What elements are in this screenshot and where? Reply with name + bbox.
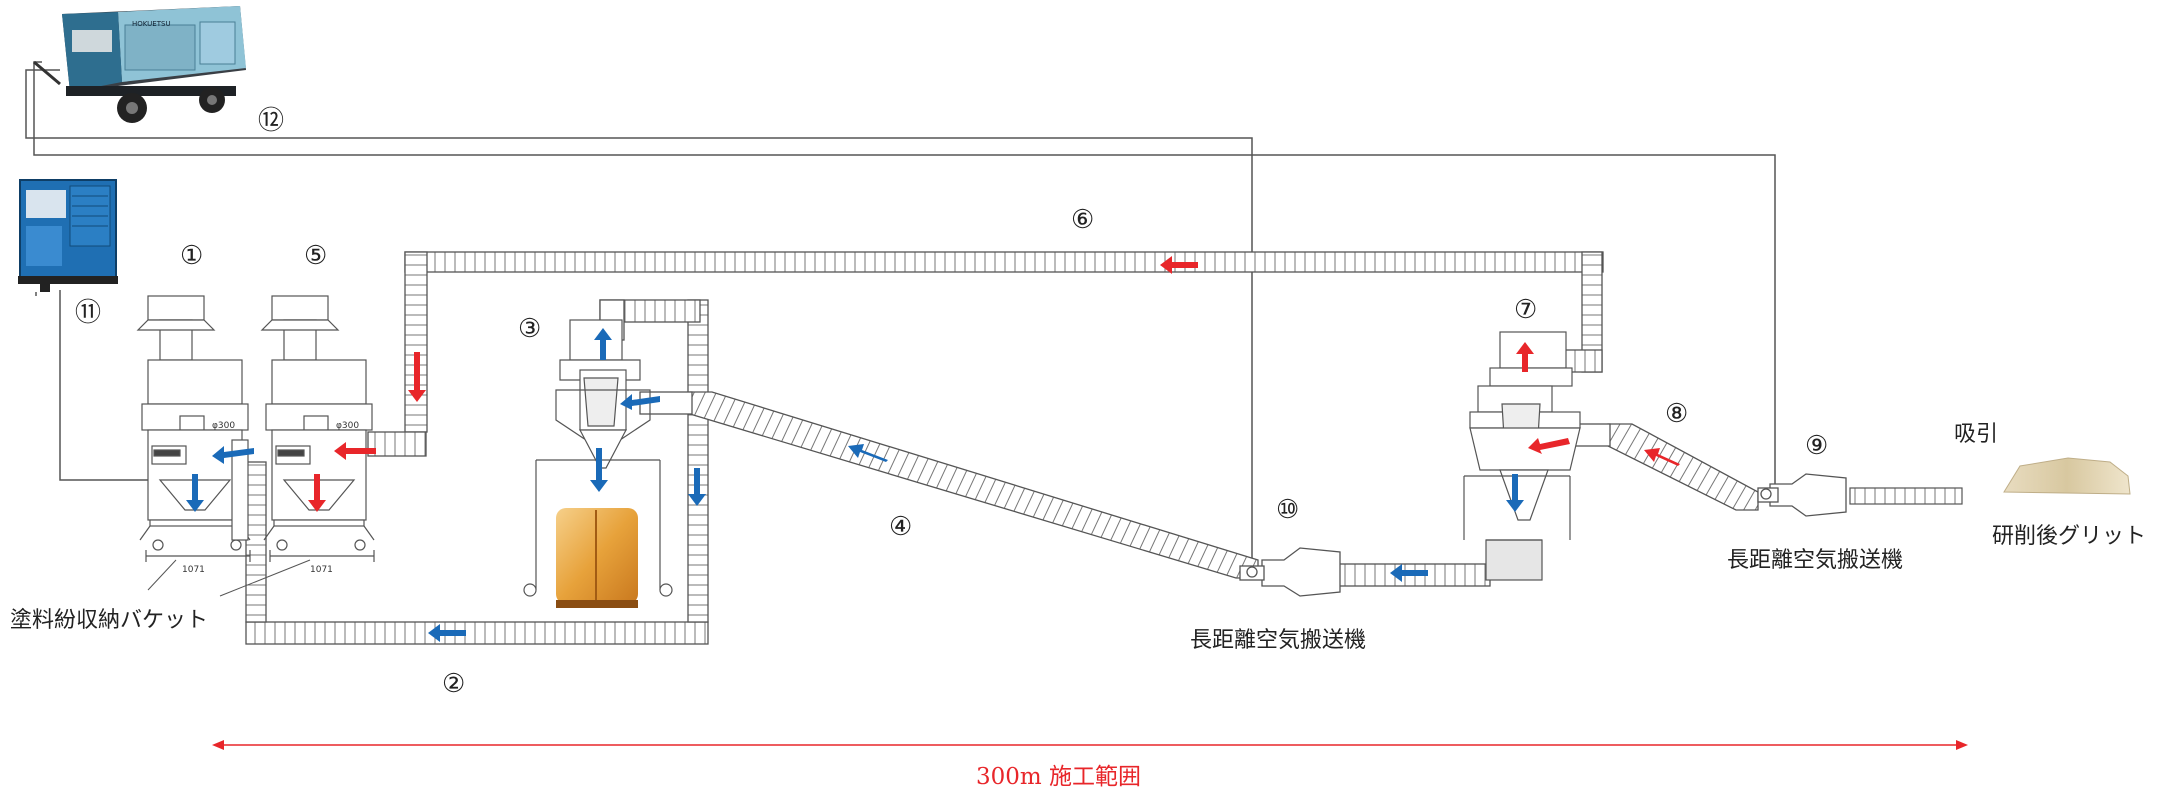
label-6-duct: ⑥ (1071, 205, 1095, 235)
bucket-leader-lines (147, 559, 311, 597)
label-8-duct: ⑧ (1665, 399, 1689, 429)
blue-arrow (620, 394, 660, 410)
red-arrow (1644, 448, 1680, 466)
label-5-dust-collector: ⑤ (304, 241, 328, 271)
duct-4 (639, 391, 1259, 579)
generator-power-line (35, 290, 148, 481)
red-arrow (1528, 438, 1570, 454)
duct-6 (367, 251, 1604, 457)
label-range: 300m 施工範囲 (976, 764, 1142, 790)
phi-label-1: φ300 (212, 421, 235, 431)
phi-label-5: φ300 (336, 421, 359, 431)
dim-label-5: 1071 (310, 565, 333, 575)
dim-label-1: 1071 (182, 565, 205, 575)
cyclone-7 (1463, 331, 1581, 581)
label-4-duct: ④ (889, 512, 913, 542)
blue-arrow (186, 474, 204, 512)
collection-sack (556, 508, 638, 608)
duct-2 (245, 299, 709, 645)
label-7-cyclone: ⑦ (1514, 295, 1538, 325)
blue-arrow (688, 468, 706, 506)
red-arrow (1160, 256, 1198, 274)
label-2-duct: ② (442, 669, 466, 699)
blue-arrow (428, 624, 466, 642)
air-conveyor-9 (1757, 473, 1847, 517)
blue-arrow (1390, 564, 1428, 582)
blue-arrow (590, 448, 608, 492)
machine-small-text: φ300 φ300 1071 1071 (182, 421, 359, 575)
svg-text:HOKUETSU: HOKUETSU (132, 20, 171, 28)
suction-hose (1849, 487, 1963, 505)
label-1-dust-collector: ① (180, 241, 204, 271)
air-compressor: HOKUETSU (33, 6, 246, 123)
label-suction: 吸引 (1954, 422, 1999, 447)
red-arrow (408, 352, 426, 402)
duct-8 (1559, 423, 1759, 511)
flow-arrows (186, 256, 1680, 642)
generator (18, 179, 118, 292)
range-arrow (212, 740, 1968, 750)
label-11-generator: ⑪ (75, 298, 102, 328)
red-arrow (308, 474, 326, 512)
cyclone-3 (523, 319, 673, 597)
blue-arrow (594, 328, 612, 360)
air-conveyor-10 (1239, 547, 1341, 597)
label-9-conveyor: ⑨ (1805, 431, 1829, 461)
label-conveyor-right: 長距離空気搬送機 (1727, 548, 1904, 573)
label-10-conveyor: ⑩ (1276, 495, 1300, 525)
blue-arrow (212, 446, 254, 464)
red-arrow (1516, 342, 1534, 372)
compressor-air-line (25, 61, 1776, 560)
label-12-compressor: ⑫ (258, 106, 285, 136)
label-3-cyclone: ③ (518, 314, 542, 344)
red-arrow (334, 442, 376, 460)
label-conveyor-mid: 長距離空気搬送機 (1190, 628, 1367, 653)
label-grit: 研削後グリット (1992, 524, 2147, 549)
label-bucket: 塗料紛収納バケット (10, 608, 209, 633)
grit-pile (2003, 457, 2131, 495)
blue-arrow (1506, 474, 1524, 512)
blue-arrow (848, 444, 888, 462)
